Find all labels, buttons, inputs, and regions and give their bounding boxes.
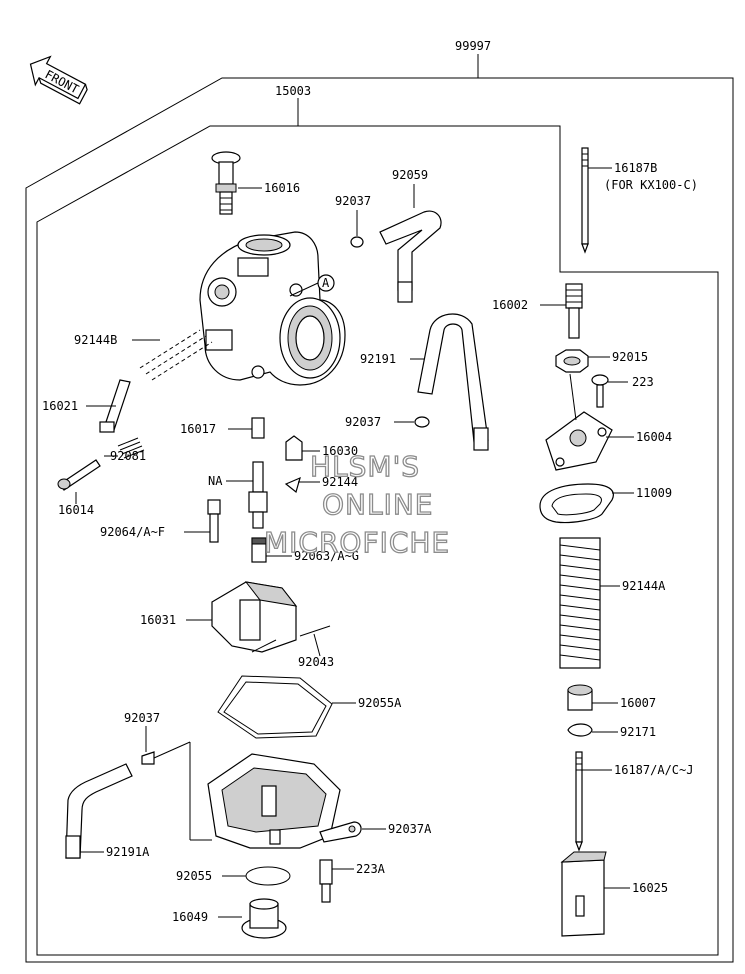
part-16007-drawing — [567, 684, 593, 711]
label-92144a: 92144A — [622, 579, 666, 593]
ref-a-marker: A — [289, 274, 335, 297]
part-92191a-drawing — [65, 763, 133, 859]
label-92037-low: 92037 — [124, 711, 160, 725]
leader-lines — [75, 167, 634, 918]
part-16187b-drawing — [581, 147, 589, 254]
label-16004: 16004 — [636, 430, 672, 444]
part-na-drawing — [248, 461, 268, 529]
part-92037-mid-drawing — [414, 416, 430, 428]
label-92037-top: 92037 — [335, 194, 371, 208]
part-16021-drawing — [99, 379, 131, 433]
part-16031-drawing — [211, 581, 298, 653]
label-16030: 16030 — [322, 444, 358, 458]
label-92191: 92191 — [360, 352, 396, 366]
part-16049-drawing — [241, 898, 287, 939]
part-92043-drawing — [299, 625, 331, 637]
watermark-line1: HLSM'S — [310, 450, 420, 483]
part-16002-drawing — [565, 283, 583, 339]
part-223-drawing — [591, 374, 609, 408]
part-92037a-drawing — [319, 821, 362, 843]
part-92015-drawing — [555, 349, 589, 373]
label-92055: 92055 — [176, 869, 212, 883]
label-92037a: 92037A — [388, 822, 432, 836]
part-16030-drawing — [285, 435, 303, 461]
part-float-bowl-drawing — [207, 753, 341, 849]
part-16014-drawing — [57, 459, 101, 491]
label-16187: 16187/A/C~J — [614, 763, 693, 777]
label-223a: 223A — [356, 862, 386, 876]
part-92055a-drawing — [217, 675, 333, 739]
front-arrow-icon: FRONT — [29, 55, 88, 105]
label-16007: 16007 — [620, 696, 656, 710]
label-92144: 92144 — [322, 475, 358, 489]
label-92081: 92081 — [110, 449, 146, 463]
label-na: NA — [208, 474, 223, 488]
label-223: 223 — [632, 375, 654, 389]
label-16017: 16017 — [180, 422, 216, 436]
ref-a-label: A — [322, 276, 330, 290]
part-11009-drawing — [539, 483, 614, 524]
part-92059-drawing — [379, 210, 442, 303]
label-16016: 16016 — [264, 181, 300, 195]
watermark-line2: ONLINE — [322, 488, 433, 521]
label-92144b: 92144B — [74, 333, 117, 347]
label-11009: 11009 — [636, 486, 672, 500]
part-92063-drawing — [251, 537, 267, 563]
part-92171-drawing — [567, 723, 593, 737]
part-92037-top-drawing — [350, 236, 364, 248]
carburetor-frame — [36, 125, 719, 956]
part-92081-drawing — [117, 437, 145, 459]
label-16021: 16021 — [42, 399, 78, 413]
part-16187-drawing — [575, 751, 583, 852]
part-92055-drawing — [245, 866, 291, 886]
label-99997: 99997 — [455, 39, 491, 53]
label-16031: 16031 — [140, 613, 176, 627]
part-92191-drawing — [417, 313, 489, 451]
label-16187b: 16187B — [614, 161, 657, 175]
label-16014: 16014 — [58, 503, 94, 517]
kit-frame — [25, 77, 734, 963]
part-16004-drawing — [545, 411, 613, 471]
part-92037-low-drawing — [141, 751, 155, 765]
label-92015: 92015 — [612, 350, 648, 364]
label-16025: 16025 — [632, 881, 668, 895]
part-16025-drawing — [560, 851, 607, 937]
part-16017-drawing — [251, 417, 265, 439]
label-15003: 15003 — [275, 84, 311, 98]
label-92171: 92171 — [620, 725, 656, 739]
part-92144b-drawing — [139, 329, 213, 381]
label-16049: 16049 — [172, 910, 208, 924]
label-16002: 16002 — [492, 298, 528, 312]
part-92144a-drawing — [559, 537, 601, 669]
label-92059: 92059 — [392, 168, 428, 182]
label-92055a: 92055A — [358, 696, 402, 710]
part-16016-drawing — [211, 151, 241, 215]
label-92037-mid: 92037 — [345, 415, 381, 429]
label-92043: 92043 — [298, 655, 334, 669]
label-92064: 92064/A~F — [100, 525, 165, 539]
part-223a-drawing — [319, 859, 333, 903]
label-16187b-note: (FOR KX100-C) — [604, 178, 698, 192]
part-92144-drawing — [284, 476, 301, 494]
label-92063: 92063/A~G — [294, 549, 359, 563]
part-92064-drawing — [207, 499, 221, 543]
label-92191a: 92191A — [106, 845, 150, 859]
watermark-line3: MICROFICHE — [264, 526, 450, 559]
part-carburetor-body-drawing — [199, 231, 346, 386]
